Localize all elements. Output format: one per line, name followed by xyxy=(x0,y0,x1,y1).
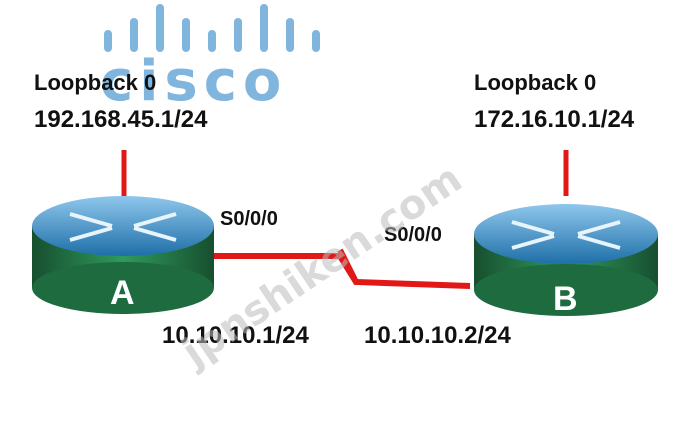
serial-link xyxy=(214,248,471,289)
router-a-loopback-label: Loopback 0 xyxy=(34,70,157,95)
router-a-arrows-icon xyxy=(69,212,177,242)
cisco-logo: cisco xyxy=(100,49,288,114)
router-a-name: A xyxy=(110,274,135,312)
cisco-logo-bars xyxy=(104,4,320,52)
router-b-loopback-label: Loopback 0 xyxy=(474,70,597,95)
router-b[interactable] xyxy=(474,204,658,316)
router-a-serial-interface: S0/0/0 xyxy=(220,208,278,230)
router-b-serial-interface: S0/0/0 xyxy=(384,224,442,246)
router-b-serial-ip: 10.10.10.2/24 xyxy=(364,322,511,349)
router-a[interactable] xyxy=(32,196,214,314)
router-b-arrows-icon xyxy=(511,220,621,250)
router-a-serial-ip: 10.10.10.1/24 xyxy=(162,322,309,349)
router-b-name: B xyxy=(553,280,578,318)
router-a-loopback-ip: 192.168.45.1/24 xyxy=(34,106,208,133)
router-b-loopback-ip: 172.16.10.1/24 xyxy=(474,106,635,133)
